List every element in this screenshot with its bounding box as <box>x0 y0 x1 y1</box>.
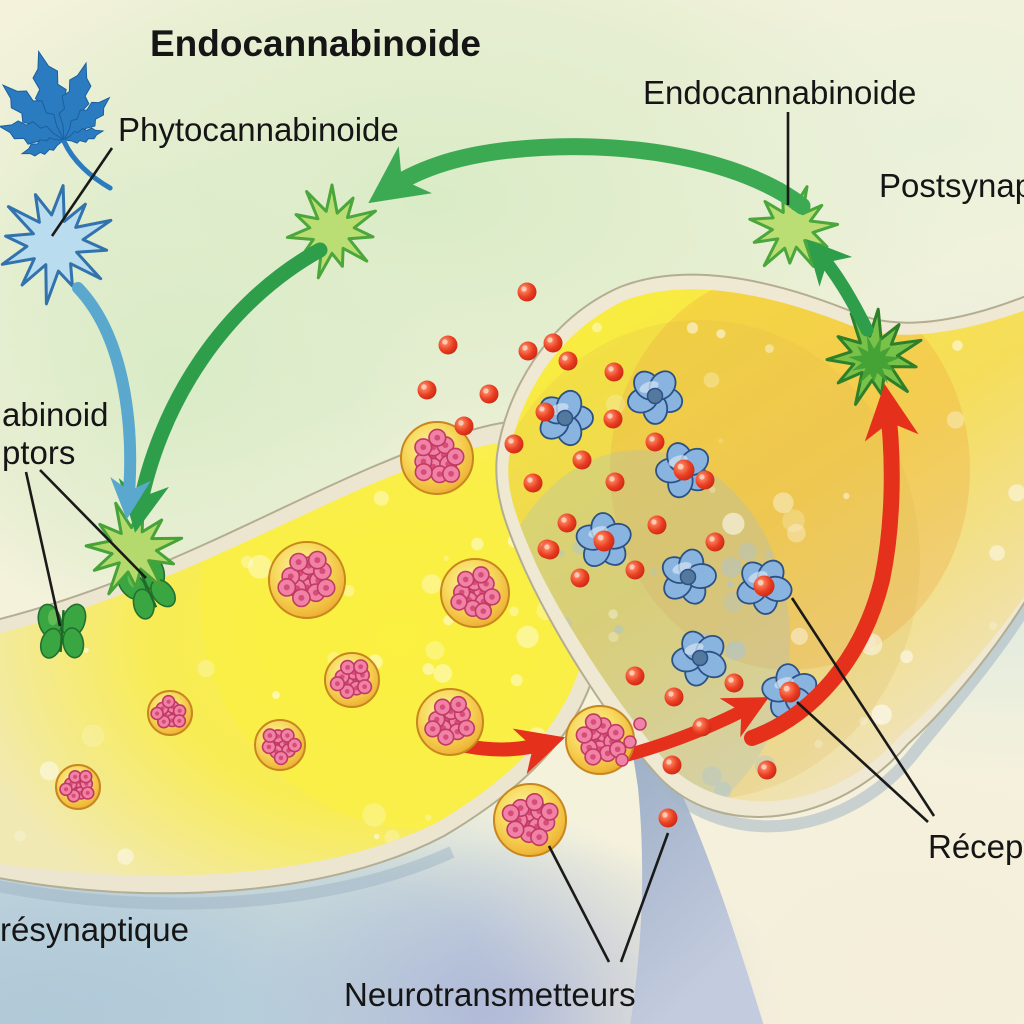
released-granule <box>633 717 647 731</box>
phytocannabinoide-label: Phytocannabinoide <box>118 111 399 148</box>
neurotransmitter-dot <box>523 473 543 493</box>
neurotransmitter-dot <box>604 362 624 382</box>
neurotransmitter-receptor-blue <box>736 559 793 615</box>
cannabinoid-receptor-pointer-1 <box>24 471 62 627</box>
endocannabinoide-right-label: Endocannabinoide <box>643 74 916 111</box>
title: Endocannabinoide <box>150 23 481 64</box>
recepteurs-label: Récepteurs <box>928 828 1024 865</box>
cannabinoid-receptor-pointer-2 <box>39 469 147 579</box>
synaptic-vesicle <box>147 690 193 736</box>
cannabis-leaf <box>0 50 113 191</box>
endocannabinoid-to-receptor-arrow <box>118 242 328 533</box>
synaptic-vesicle <box>493 783 567 857</box>
endocannabinoid-release-arrow <box>806 239 874 337</box>
neurotransmitter-dot <box>658 808 678 828</box>
synaptic-vesicle <box>400 421 474 495</box>
cannabis-leaf-icon <box>0 50 113 191</box>
neurotransmitter-dot <box>625 560 645 580</box>
neurotransmitter-dot <box>779 681 801 703</box>
neurotransmitter-dot <box>540 540 560 560</box>
neurotransmitter-dot <box>625 666 645 686</box>
neurotransmitter-dot <box>504 434 524 454</box>
synaptic-vesicle <box>440 558 510 628</box>
neurotransmetteurs-pointer-1 <box>547 845 611 963</box>
phytocannabinoid-burst <box>0 184 113 306</box>
neurotransmitter-dot <box>605 472 625 492</box>
released-granule <box>615 753 629 767</box>
pointer-lines <box>24 112 936 963</box>
neurotransmitter-dot <box>438 335 458 355</box>
neurotransmitter-dot <box>673 459 695 481</box>
neurotransmitter-dot <box>662 755 682 775</box>
synaptic-vesicle <box>55 764 101 810</box>
synaptic-vesicle <box>254 719 306 771</box>
cell-contents <box>37 282 818 857</box>
neurotransmitter-receptor-blue <box>627 370 684 425</box>
neurotransmetteurs-pointer-2 <box>619 832 670 963</box>
released-granule <box>623 735 637 749</box>
synaptic-vesicle <box>268 541 346 619</box>
cannabinoid-receptors-label-line1: abinoid <box>2 396 108 433</box>
neurotransmitter-dot <box>603 409 623 429</box>
endocannabinoid-burst-right <box>748 182 840 268</box>
signal-arrows <box>72 138 919 746</box>
endocannabinoid-burst-mid <box>285 183 377 280</box>
neurotransmitter-dot <box>664 687 684 707</box>
neurotransmitter-dot <box>535 402 555 422</box>
retrograde-signal-arrow <box>744 384 919 746</box>
neurotransmitter-dot <box>593 530 615 552</box>
neurotransmitter-dot <box>753 575 775 597</box>
neurotransmitter-receptor-blue <box>575 512 632 567</box>
neurotransmitter-dot <box>454 416 474 436</box>
synaptic-vesicle <box>324 652 380 708</box>
phytocannabinoide-pointer <box>50 147 114 237</box>
vesicle-transport-arrow <box>459 728 566 775</box>
neurotransmitter-dot <box>724 673 744 693</box>
endocannabinoid-retrograde-sweep-arrow <box>368 138 811 215</box>
neurotransmitter-dot <box>757 760 777 780</box>
endocannabinoid-burst-postsynaptic <box>825 307 923 406</box>
neurotransmitter-dot <box>517 282 537 302</box>
recepteurs-pointer-2 <box>790 597 936 817</box>
cannabinoid-receptors-label-line2: ptors <box>2 434 75 471</box>
neurotransmitter-dot <box>543 333 563 353</box>
neurotransmitter-dot <box>570 568 590 588</box>
neurotransmitter-dot <box>572 450 592 470</box>
cannabinoid-receptor-green <box>37 603 87 659</box>
postsynaptique-label: Postsynaptique <box>879 167 1024 204</box>
synaptic-vesicle <box>416 688 484 756</box>
neurotransmitter-dot <box>417 380 437 400</box>
presynaptic-shadow <box>0 846 455 910</box>
neurotransmitter-dot <box>645 432 665 452</box>
neurotransmitter-dot <box>647 515 667 535</box>
recepteurs-pointer-1 <box>796 701 929 823</box>
neurotransmitter-receptor-blue <box>761 663 818 719</box>
postsynaptic-shadow <box>655 602 1024 833</box>
neurotransmetteurs-label: Neurotransmetteurs <box>344 976 636 1013</box>
neurotransmitter-dot <box>479 384 499 404</box>
neurotransmitter-dot <box>692 717 712 737</box>
phytocannabinoid-to-receptor-arrow <box>72 282 151 520</box>
background-green-topright <box>650 0 1024 350</box>
neurotransmitter-dot <box>558 351 578 371</box>
neurotransmitter-dot <box>695 470 715 490</box>
neurotransmitter-dot <box>518 341 538 361</box>
neurotransmitter-receptor-blue <box>661 548 717 605</box>
neurotransmitter-dot <box>557 513 577 533</box>
neurotransmitter-dot <box>705 532 725 552</box>
neurotransmitter-receptor-blue <box>671 630 727 687</box>
presynaptique-label: résynaptique <box>0 911 189 948</box>
